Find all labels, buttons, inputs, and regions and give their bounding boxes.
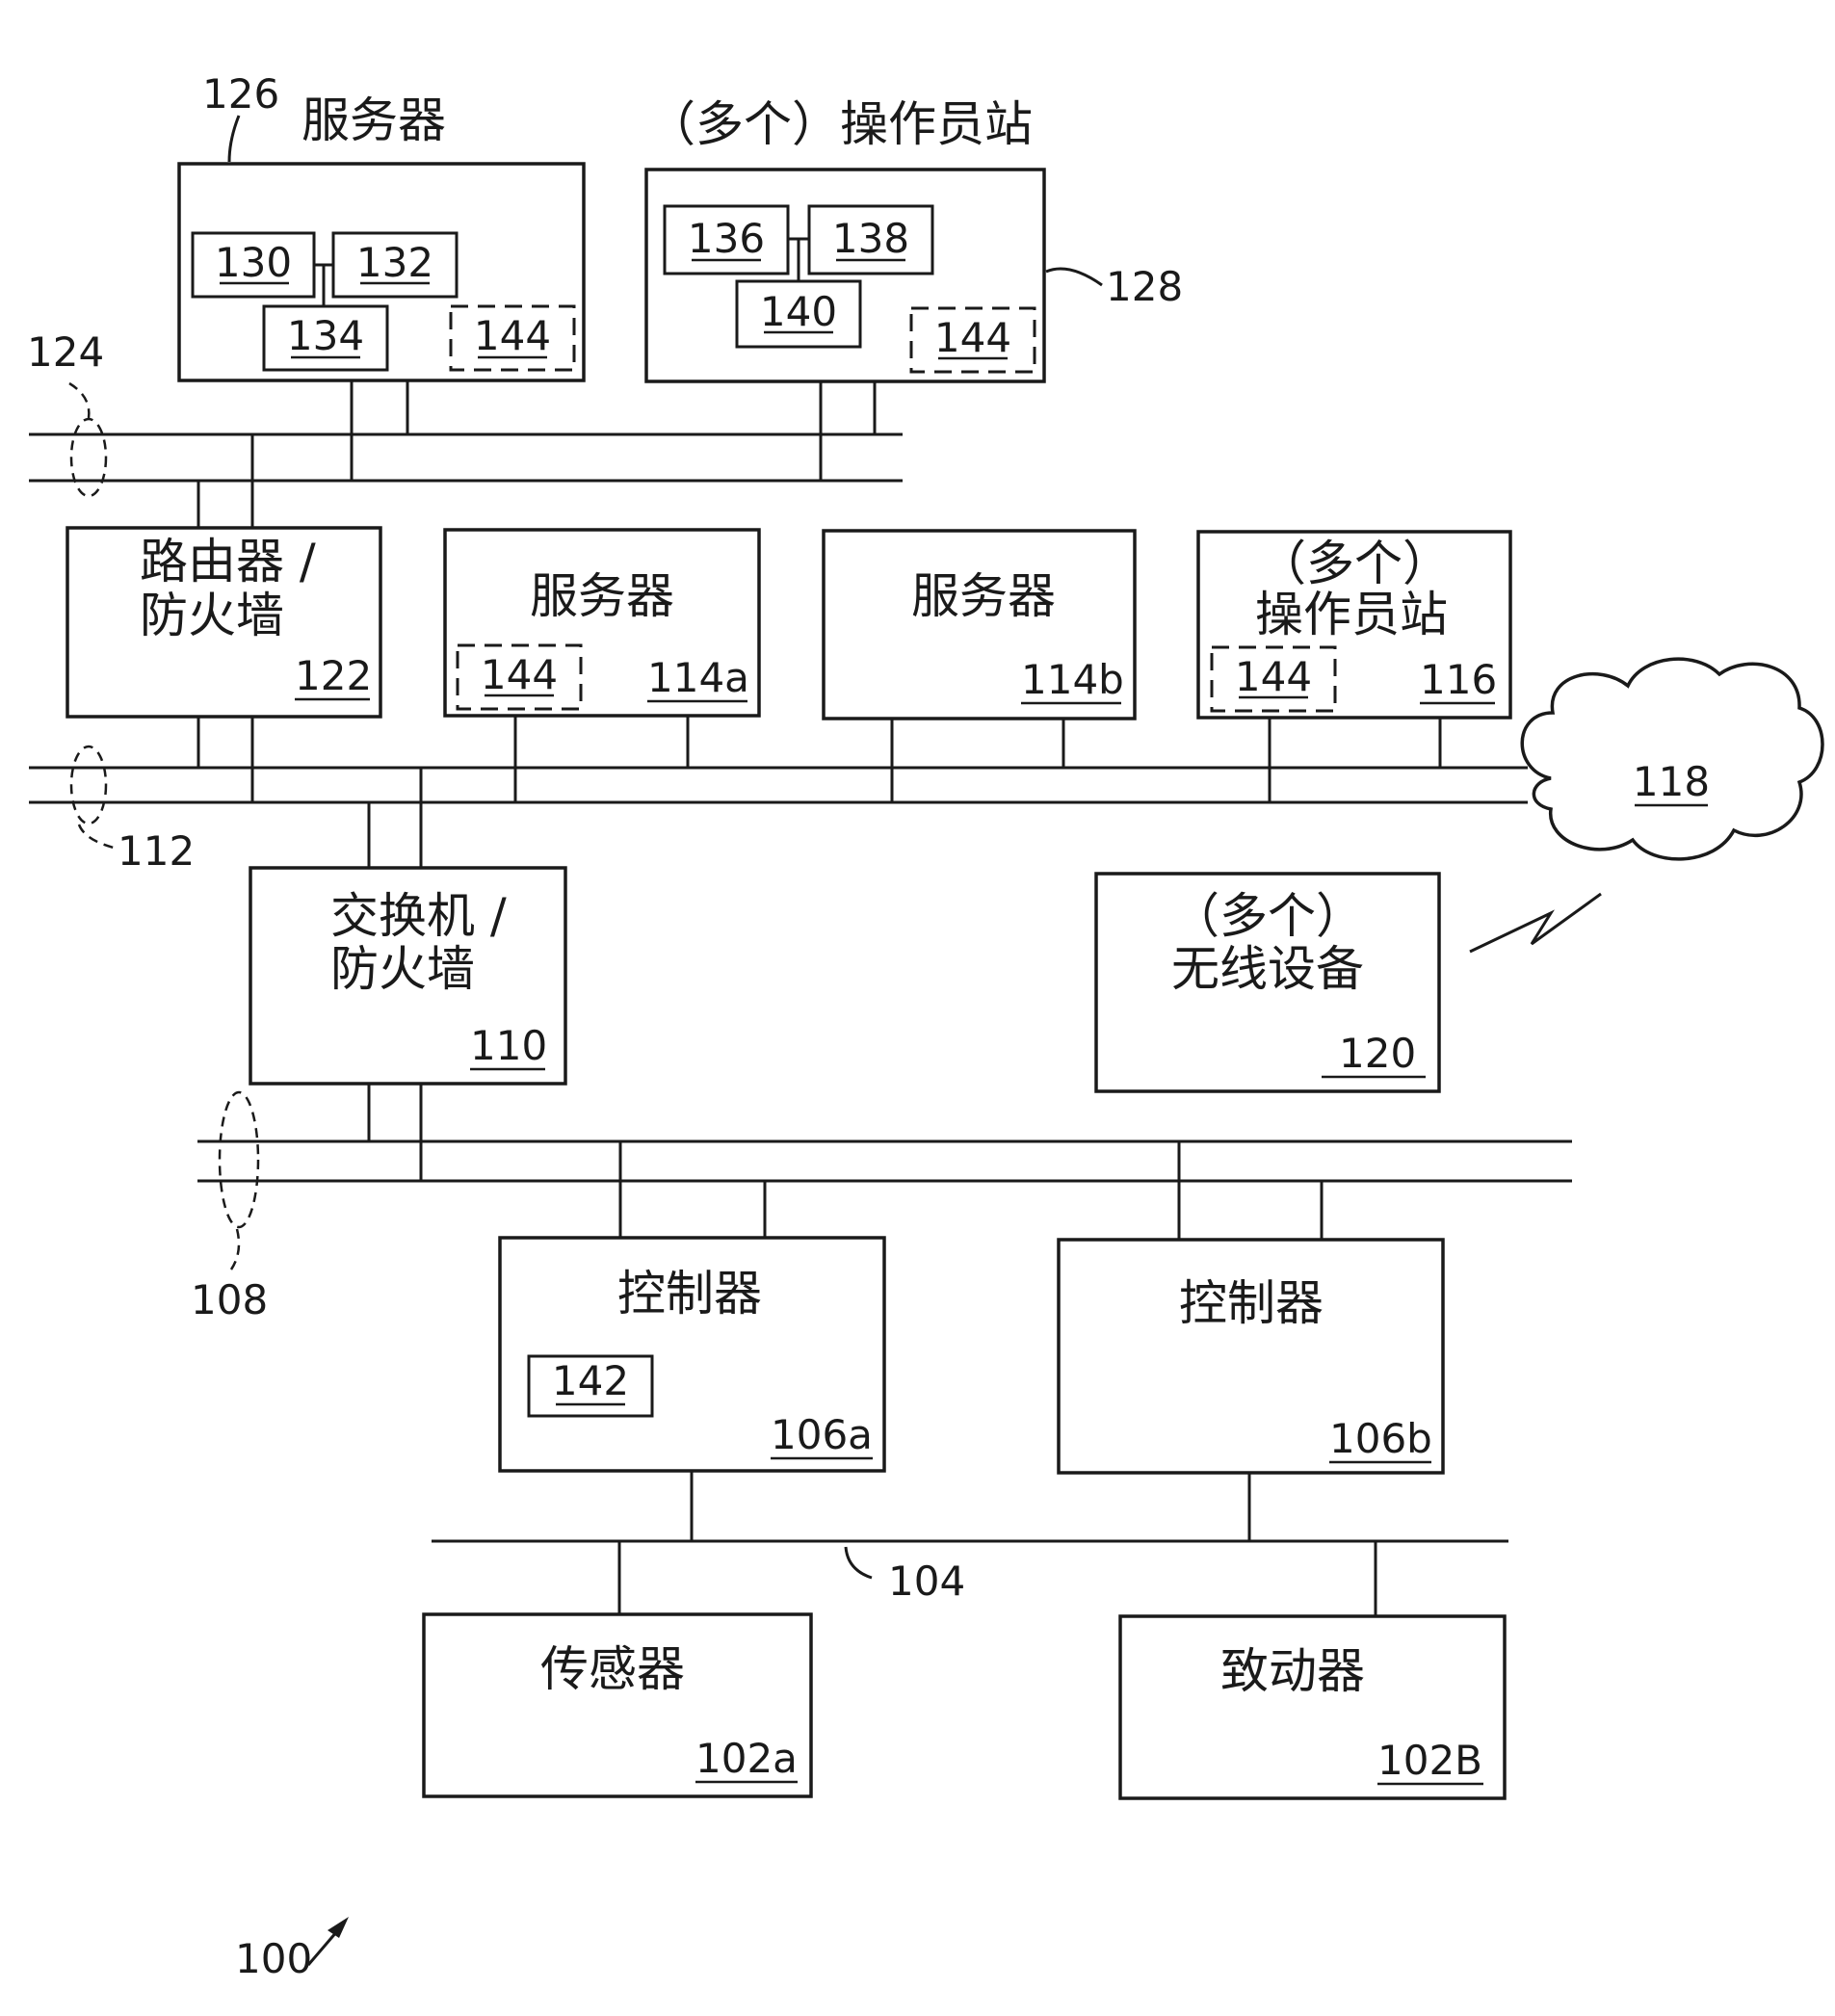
network-124: 124 bbox=[27, 328, 903, 498]
label-118: 118 bbox=[1633, 758, 1710, 805]
label-144-operator-128: 144 bbox=[934, 314, 1011, 361]
wireless-devices-120: （多个） 无线设备 120 bbox=[1094, 872, 1441, 1093]
wireless-title-line1: （多个） bbox=[1171, 888, 1364, 944]
actuator-102B: 致动器 102B bbox=[1118, 1614, 1507, 1800]
actuator-title: 致动器 bbox=[1220, 1643, 1365, 1699]
operator-stations-116: （多个） 操作员站 144 116 bbox=[1196, 530, 1512, 802]
sensor-102a: 传感器 102a bbox=[422, 1612, 813, 1798]
server-114a: 服务器 144 114a bbox=[443, 528, 761, 802]
label-140: 140 bbox=[760, 288, 837, 335]
label-144-server-114a: 144 bbox=[481, 651, 558, 698]
cloud-118: 118 bbox=[1520, 657, 1824, 861]
network-112: 112 bbox=[29, 745, 1528, 875]
controller-106a: 控制器 142 106a bbox=[498, 1141, 886, 1541]
label-136: 136 bbox=[688, 215, 765, 262]
server-114b-title: 服务器 bbox=[911, 568, 1056, 624]
controller-106b: 控制器 106b bbox=[1057, 1141, 1445, 1541]
router-title-line1: 路由器 / bbox=[140, 534, 316, 589]
switch-firewall-110: 交换机 / 防火墙 110 bbox=[249, 768, 567, 1181]
label-114b: 114b bbox=[1021, 656, 1124, 703]
label-130: 130 bbox=[215, 239, 292, 286]
operator-stations-128: （多个）操作员站 128 136 138 140 144 bbox=[644, 96, 1183, 481]
router-title-line2: 防火墙 bbox=[140, 588, 284, 643]
label-124: 124 bbox=[27, 328, 104, 376]
router-firewall-122: 路由器 / 防火墙 122 bbox=[66, 434, 382, 802]
wireless-title-line2: 无线设备 bbox=[1171, 941, 1364, 997]
label-144-operator-116: 144 bbox=[1235, 653, 1312, 700]
label-104: 104 bbox=[888, 1558, 965, 1605]
switch-title-line1: 交换机 / bbox=[330, 888, 507, 944]
label-138: 138 bbox=[832, 215, 909, 262]
label-106a: 106a bbox=[771, 1411, 873, 1458]
controller-106b-title: 控制器 bbox=[1179, 1275, 1324, 1331]
label-102a: 102a bbox=[695, 1735, 798, 1782]
reference-100: 100 bbox=[235, 1917, 349, 1982]
wireless-link-icon bbox=[1469, 892, 1602, 954]
server-126-title: 服务器 bbox=[301, 92, 446, 148]
label-142: 142 bbox=[552, 1357, 629, 1404]
switch-title-line2: 防火墙 bbox=[330, 941, 475, 997]
server-114a-title: 服务器 bbox=[530, 568, 674, 624]
label-126: 126 bbox=[202, 70, 279, 118]
label-110: 110 bbox=[470, 1022, 547, 1069]
label-102B: 102B bbox=[1377, 1737, 1482, 1784]
controller-106a-title: 控制器 bbox=[617, 1266, 762, 1322]
server-126: 服务器 126 130 132 134 144 bbox=[177, 70, 586, 481]
sensor-title: 传感器 bbox=[540, 1641, 685, 1697]
server-114b: 服务器 114b bbox=[822, 529, 1137, 802]
label-122: 122 bbox=[295, 652, 372, 699]
network-104: 104 bbox=[432, 1539, 1508, 1616]
arrow-icon bbox=[328, 1917, 349, 1938]
operator-116-title-line2: 操作员站 bbox=[1255, 587, 1448, 642]
label-116: 116 bbox=[1420, 656, 1497, 703]
label-108: 108 bbox=[191, 1276, 268, 1323]
label-144-server-126: 144 bbox=[474, 312, 551, 359]
label-112: 112 bbox=[118, 827, 195, 875]
label-100: 100 bbox=[235, 1935, 312, 1982]
label-132: 132 bbox=[356, 239, 433, 286]
network-108: 108 bbox=[191, 1090, 1572, 1323]
operator-116-title-line1: （多个） bbox=[1258, 536, 1451, 591]
label-134: 134 bbox=[287, 312, 364, 359]
operator-128-title: （多个）操作员站 bbox=[647, 96, 1033, 152]
label-114a: 114a bbox=[647, 654, 749, 701]
label-106b: 106b bbox=[1329, 1415, 1432, 1462]
label-128: 128 bbox=[1106, 263, 1183, 310]
label-120: 120 bbox=[1339, 1030, 1416, 1077]
